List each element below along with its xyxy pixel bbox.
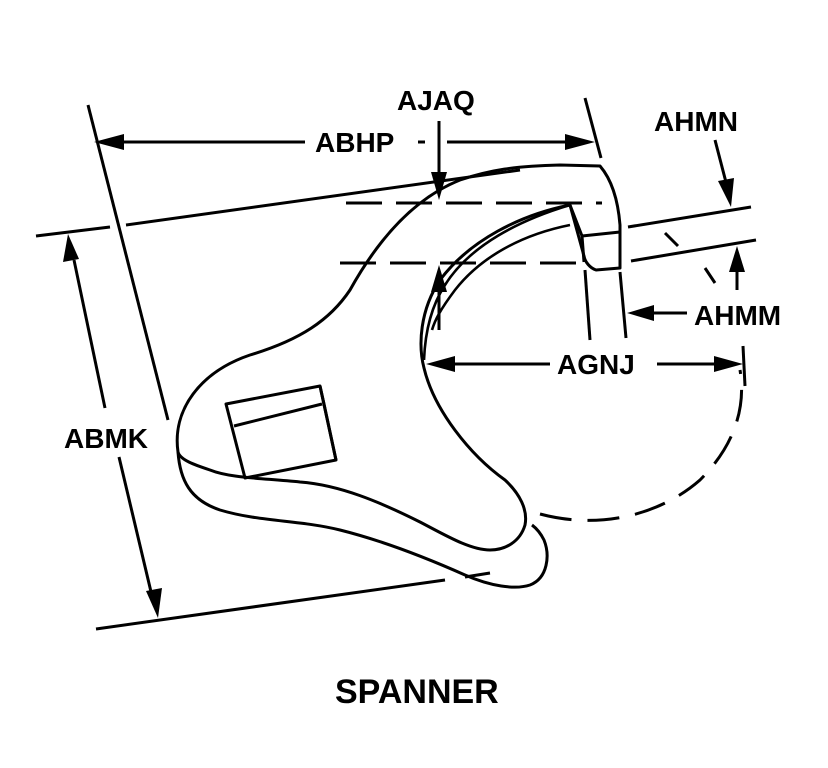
square-hole-outer [224, 384, 338, 480]
abmk-line-lower [117, 456, 154, 597]
top-reference-line [125, 168, 521, 227]
ahmm-label: AHMM [694, 300, 781, 331]
dimension-agnj: AGNJ [426, 349, 743, 380]
figure-title: SPANNER [335, 673, 499, 711]
abmk-arrow-up [63, 234, 79, 262]
spanner-body [175, 163, 744, 589]
abmk-label: ABMK [64, 423, 148, 454]
abhp-arrow-right [565, 134, 595, 150]
ahmn-label: AHMN [654, 106, 738, 137]
ajaq-arrow-down [431, 172, 447, 200]
abhp-arrow-left [94, 134, 124, 150]
extension-lines [35, 97, 757, 631]
dimension-ajaq: AJAQ [397, 85, 475, 330]
dimension-abhp: ABHP [94, 127, 595, 158]
extension-line-right [583, 97, 603, 159]
ahmm-reference-line [630, 238, 757, 263]
abmk-line-upper [72, 259, 107, 409]
agnj-end-tick [741, 345, 747, 387]
pin-circle-dash-1 [663, 231, 680, 248]
hook-tip-edge [580, 235, 586, 263]
square-hole-inner-side [318, 385, 338, 461]
agnj-arrow-left [426, 356, 455, 372]
dimension-ahmm: AHMM [627, 246, 781, 331]
top-reference-line-left [35, 225, 111, 238]
dimension-ahmn: AHMN [654, 106, 738, 207]
dimension-abmk: ABMK [63, 234, 162, 618]
ajaq-label: AJAQ [397, 85, 475, 116]
extension-line-left [86, 104, 170, 421]
ajaq-arrow-up [431, 265, 447, 292]
ahmn-reference-line [627, 205, 752, 229]
ahmm-arrow-left [627, 305, 654, 321]
pin-circle-dash-2 [703, 267, 717, 284]
extension-line-hook-inner [583, 269, 592, 341]
bottom-reference-line [95, 578, 446, 631]
abmk-arrow-down [146, 588, 162, 618]
spanner-side-edge [176, 451, 549, 589]
agnj-arrow-right [714, 356, 743, 372]
ahmn-arrow-down [718, 178, 734, 207]
spanner-top-face [175, 163, 622, 552]
jaw-inner-edge-2 [430, 223, 571, 331]
agnj-label: AGNJ [557, 349, 635, 380]
abhp-label: ABHP [315, 127, 394, 158]
square-hole-inner-top [233, 402, 323, 428]
pin-circle-dashed [539, 369, 744, 522]
jaw-inner-edge [422, 203, 571, 361]
extension-line-hook-outer [618, 271, 628, 339]
ahmm-arrow-up [729, 246, 745, 272]
